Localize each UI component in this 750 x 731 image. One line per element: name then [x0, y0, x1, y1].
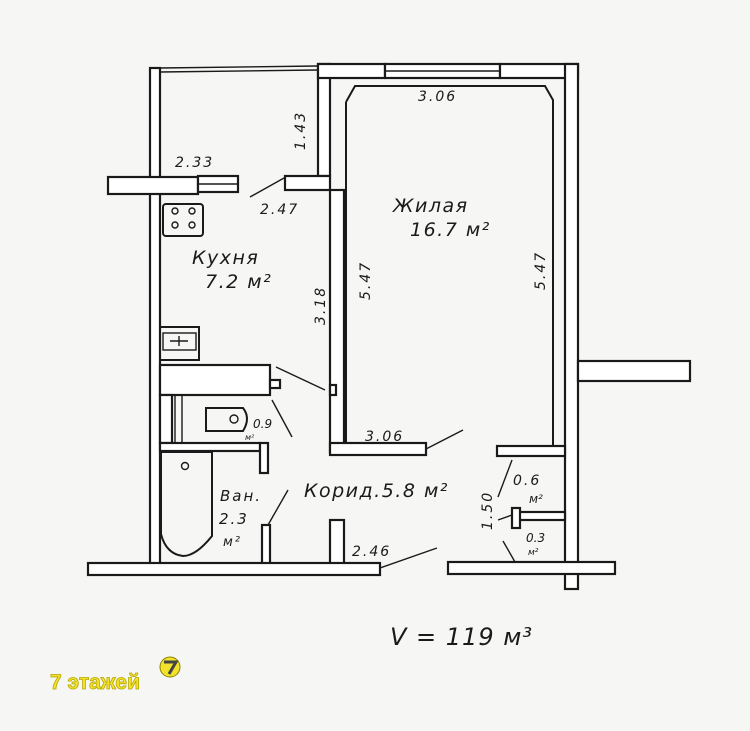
- closet2-area: 0.3: [526, 531, 545, 545]
- bath-area: 2.3: [219, 510, 249, 528]
- volume-label: V = 119 м³: [390, 623, 533, 651]
- corridor-label: Корид.5.8 м²: [304, 480, 449, 502]
- dim-living-top: 3.06: [418, 89, 457, 105]
- closet1-unit: м²: [529, 492, 543, 506]
- closet1-area: 0.6: [513, 473, 541, 489]
- room-labels: Кухня 7.2 м² Жилая 16.7 м² Корид.5.8 м² …: [192, 195, 545, 558]
- bath-name: Ван.: [220, 487, 262, 505]
- toilet-icon: [174, 396, 248, 443]
- door-swings: [249, 177, 516, 569]
- walls: [86, 62, 692, 591]
- dimension-labels: 2.33 1.43 2.47 3.18 3.06 3.06 5.47 5.47 …: [175, 89, 549, 560]
- kitchen-area: 7.2 м²: [205, 271, 272, 293]
- stove-icon: [162, 203, 204, 237]
- watermark-logo: 7 этажей: [50, 656, 181, 694]
- dim-living-bottom: 3.06: [365, 429, 404, 445]
- dim-kitchen-width: 2.47: [260, 202, 299, 218]
- bathtub-icon: [160, 451, 213, 558]
- dim-corridor-depth: 1.50: [480, 491, 496, 530]
- dim-living-right: 5.47: [533, 251, 549, 290]
- living-area: 16.7 м²: [410, 219, 491, 241]
- kitchen-name: Кухня: [192, 247, 259, 269]
- wc-area: 0.9: [253, 417, 272, 431]
- wc-unit: м²: [245, 433, 255, 442]
- dim-corridor-width: 2.46: [352, 544, 391, 560]
- watermark-text: 7 этажей: [50, 671, 140, 694]
- dim-kitchen-length: 3.18: [313, 286, 329, 325]
- dim-balcony-depth: 1.43: [293, 111, 309, 150]
- bath-unit: м²: [223, 535, 242, 550]
- living-name: Жилая: [392, 195, 469, 217]
- dim-living-left: 5.47: [358, 261, 374, 300]
- sink-icon: [159, 326, 200, 361]
- closet2-unit: м²: [528, 548, 539, 558]
- dim-balcony-width: 2.33: [175, 155, 214, 171]
- watermark-seven-glyph: [164, 660, 179, 675]
